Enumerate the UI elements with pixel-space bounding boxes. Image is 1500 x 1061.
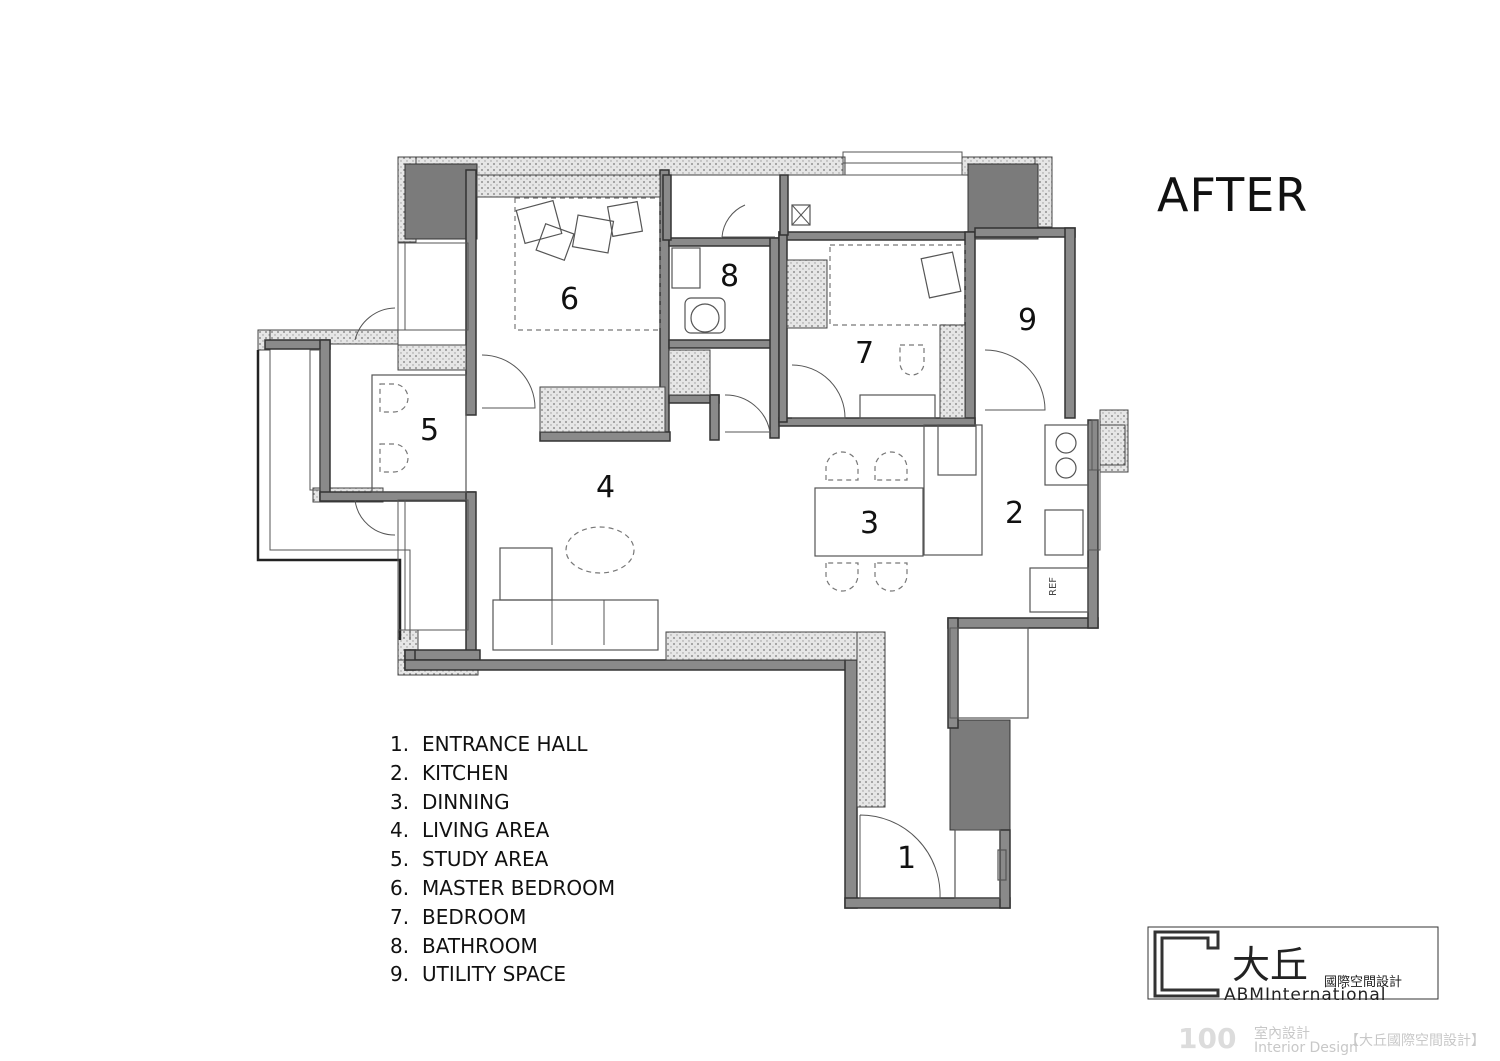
legend-label: MASTER BEDROOM <box>422 875 616 900</box>
legend-number: 8. <box>390 933 410 958</box>
ref-label: REF <box>1048 577 1059 596</box>
room-numbers: 1 2 3 4 5 6 7 8 9 <box>420 259 1037 876</box>
legend-number: 2. <box>390 760 410 785</box>
interior-walls <box>264 169 1099 909</box>
legend-item: 1. ENTRANCE HALL <box>390 730 615 759</box>
room-number-8: 8 <box>720 259 739 294</box>
legend-number: 5. <box>390 847 410 872</box>
legend-number: 3. <box>390 789 410 814</box>
exterior-walls <box>257 151 1129 831</box>
legend-item: 5. STUDY AREA <box>390 845 615 874</box>
room-legend: 1. ENTRANCE HALL 2. KITCHEN 3. DINNING 4. LI… <box>390 730 615 989</box>
legend-label: STUDY AREA <box>422 847 549 872</box>
bathroom-fixtures <box>668 204 811 396</box>
kitchen-fixtures: REF <box>923 424 1089 719</box>
legend-item: 3. DINNING <box>390 788 615 817</box>
room-number-2: 2 <box>1005 496 1024 531</box>
watermark-site: 100 <box>1178 1022 1236 1055</box>
company-logo: 大丘 國際空間設計 ABMInternational <box>1147 926 1439 1005</box>
logo-brand: 大丘 <box>1232 943 1308 987</box>
legend-number: 6. <box>390 875 410 900</box>
legend-number: 9. <box>390 962 410 987</box>
legend-item: 6. MASTER BEDROOM <box>390 874 615 903</box>
room-number-5: 5 <box>420 413 439 448</box>
legend-number: 1. <box>390 732 410 756</box>
balcony <box>256 242 469 640</box>
entrance-fixtures <box>859 814 1007 899</box>
legend-label: KITCHEN <box>422 760 509 785</box>
legend-label: LIVING AREA <box>422 818 550 843</box>
legend-number: 4. <box>390 818 410 843</box>
legend-label: DINNING <box>422 789 510 814</box>
master-bedroom-furniture <box>397 174 666 433</box>
legend-item: 7. BEDROOM <box>390 903 615 932</box>
windows <box>1087 419 1101 551</box>
utility-fixtures <box>984 349 1126 466</box>
watermark: 100 室內設計 Interior Design 【大丘國際空間設計】 <box>1178 1022 1485 1056</box>
watermark-site-en: Interior Design <box>1254 1040 1358 1056</box>
legend-label: BATHROOM <box>422 933 538 958</box>
logo-company-cn: 國際空間設計 <box>1324 974 1402 990</box>
logo-company-en: ABMInternational <box>1224 985 1386 1005</box>
room-number-3: 3 <box>860 506 879 541</box>
legend-label: ENTRANCE HALL <box>422 732 588 756</box>
plan-title: AFTER <box>1157 168 1309 222</box>
legend-item: 4. LIVING AREA <box>390 816 615 845</box>
legend-label: UTILITY SPACE <box>422 962 566 987</box>
legend-item: 9. UTILITY SPACE <box>390 960 615 989</box>
room-number-1: 1 <box>897 841 916 876</box>
study-furniture <box>354 307 467 536</box>
room-number-6: 6 <box>560 282 579 317</box>
legend-item: 8. BATHROOM <box>390 932 615 961</box>
legend-label: BEDROOM <box>422 904 527 929</box>
room-number-7: 7 <box>855 336 874 371</box>
room-number-9: 9 <box>1018 303 1037 338</box>
bedroom-furniture <box>724 244 966 433</box>
living-furniture <box>492 526 886 808</box>
dining-furniture <box>814 451 924 592</box>
watermark-site-cn: 室內設計 <box>1254 1025 1310 1042</box>
room-number-4: 4 <box>596 470 615 505</box>
watermark-credit: 【大丘國際空間設計】 <box>1345 1033 1485 1049</box>
legend-item: 2. KITCHEN <box>390 759 615 788</box>
legend-number: 7. <box>390 904 410 929</box>
